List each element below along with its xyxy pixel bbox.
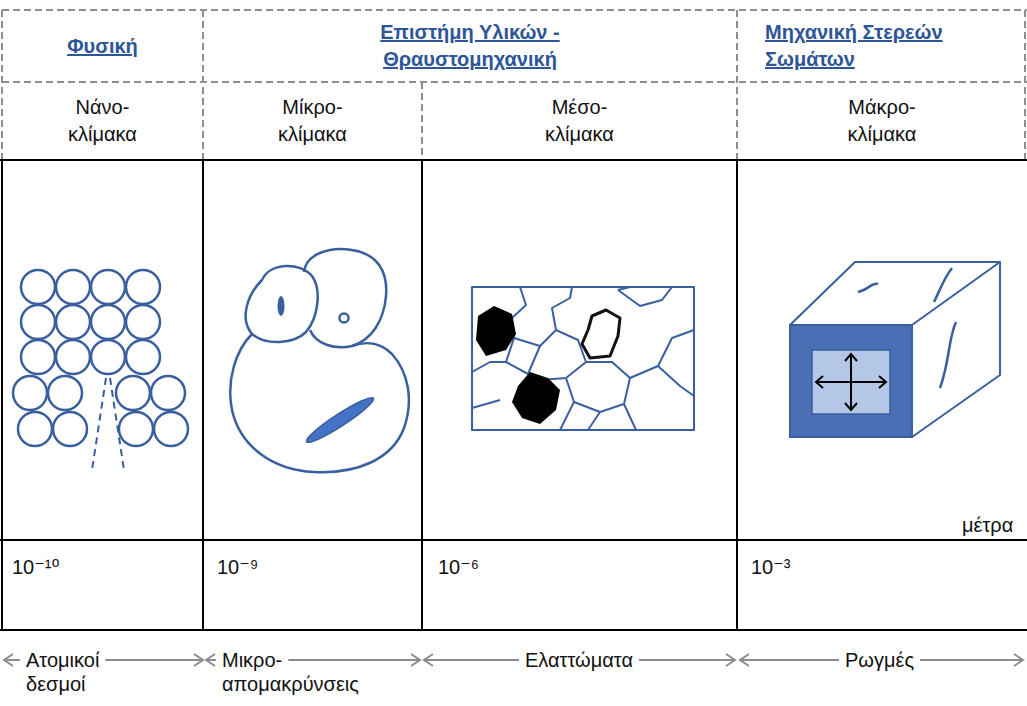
cell-text: Μίκρο- κλίμακα [263, 94, 363, 148]
heading-text: Φυσική [67, 33, 138, 60]
arrow-head [194, 654, 203, 666]
grain-outline [582, 310, 620, 358]
arrow-head [411, 654, 420, 666]
scale-heading: Μέσο- κλίμακα [422, 82, 737, 160]
arrow-head [424, 654, 433, 666]
solid-cube [790, 262, 1000, 437]
unit-label: μέτρα [962, 513, 1013, 537]
range-label: Ρωγμές [845, 648, 914, 672]
arrow-head [206, 654, 215, 666]
stress-arrows [816, 354, 886, 410]
discipline-heading: Επιστήμη Υλικών - Θραυστομηχανική [203, 10, 737, 82]
cell-text: 10⁻⁶ [438, 554, 479, 581]
length-value: 10⁻¹⁰ [2, 540, 203, 630]
stress-element [812, 350, 890, 414]
range-label: Ελαττώματα [525, 648, 633, 672]
range-arrow [424, 659, 519, 661]
range-arrow [105, 659, 203, 661]
inclusion [278, 296, 285, 316]
pore [512, 372, 560, 424]
cell-text: 10⁻¹⁰ [12, 554, 59, 581]
cell-text: Μάκρο- κλίμακα [832, 94, 932, 148]
range-arrow [920, 659, 1023, 661]
scale-heading: Μάκρο- κλίμακα [737, 82, 1027, 160]
range-label: Ατομικοί δεσμοί [26, 648, 136, 696]
heading-text: Επιστήμη Υλικών - Θραυστομηχανική [350, 19, 590, 73]
arrow-head [726, 654, 735, 666]
discipline-heading: Μηχανική Στερεών Σωμάτων [737, 10, 1027, 82]
arrow-head [1014, 654, 1023, 666]
scale-heading: Μίκρο- κλίμακα [203, 82, 422, 160]
header-grid [2, 10, 1027, 160]
range-arrow [740, 659, 839, 661]
range-arrow [288, 659, 420, 661]
inclusion [303, 393, 377, 447]
cell-text: Νάνο- κλίμακα [53, 94, 153, 148]
arrow-head [4, 654, 13, 666]
cell-text: Μέσο- κλίμακα [530, 94, 630, 148]
pore [476, 306, 516, 356]
heading-text: Μηχανική Στερεών Σωμάτων [765, 19, 1005, 73]
scale-heading: Νάνο- κλίμακα [2, 82, 203, 160]
grain-micro [230, 249, 409, 472]
range-label: Μικρο- απομακρύνσεις [222, 648, 382, 696]
length-value: 10⁻⁹ [203, 540, 422, 630]
discipline-heading: Φυσική [2, 10, 203, 82]
atom-lattice [13, 270, 188, 470]
grain-network [472, 287, 694, 430]
arrow-head [740, 654, 749, 666]
cell-text: 10⁻⁹ [217, 554, 258, 581]
length-value: 10⁻⁶ [422, 540, 737, 630]
table-grid [0, 160, 1027, 630]
cube-face [790, 325, 912, 437]
cell-text: 10⁻³ [751, 554, 790, 581]
range-arrow [639, 659, 735, 661]
length-value: 10⁻³ [737, 540, 1027, 630]
